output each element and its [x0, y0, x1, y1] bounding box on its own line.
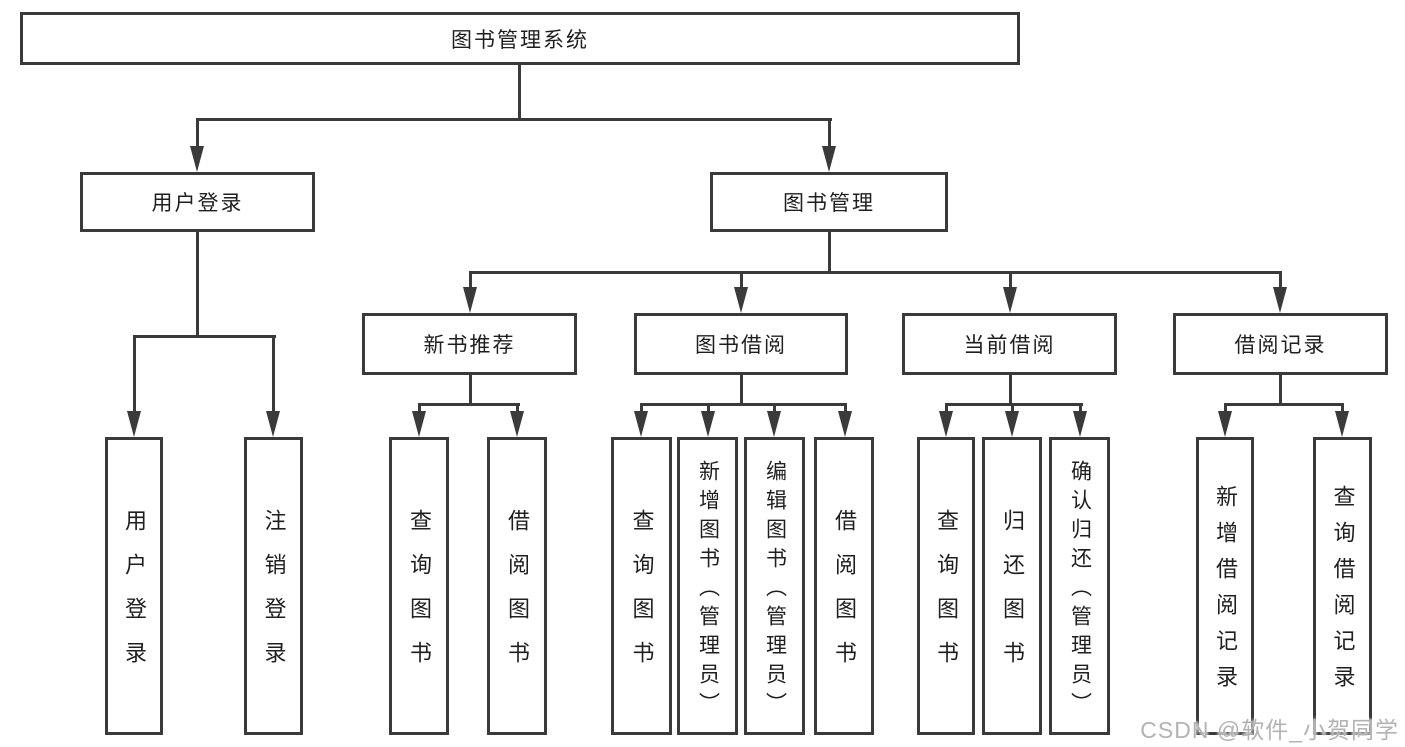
leaf-query-books-current: 查询图书 [917, 437, 975, 735]
connector-line [945, 403, 1083, 406]
csdn-watermark: CSDN @软件_小贺同学 [1140, 717, 1399, 743]
arrowhead-down-icon [1218, 411, 1232, 437]
leaf-edit-books-admin: 编辑图书（管理员） [744, 437, 805, 735]
leaf-query-books-borrow: 查询图书 [611, 437, 672, 735]
arrowhead-down-icon [634, 411, 648, 437]
connector-line [707, 403, 710, 415]
connector-line [740, 375, 743, 406]
node-label: 用户登录 [122, 509, 147, 685]
leaf-query-borrow-record: 查询借阅记录 [1313, 437, 1372, 735]
node-label: 新书推荐 [423, 334, 516, 357]
connector-line [196, 232, 199, 338]
node-label: 新增借阅记录 [1213, 485, 1238, 701]
connector-line [133, 335, 136, 415]
connector-line [844, 403, 847, 415]
connector-line [1279, 271, 1282, 289]
arrowhead-down-icon [1005, 411, 1019, 437]
connector-line [828, 232, 831, 273]
connector-line [640, 403, 847, 406]
node-label: 查询图书 [629, 509, 655, 685]
connector-line [469, 271, 1282, 274]
arrowhead-down-icon [1335, 411, 1349, 437]
connector-line [133, 335, 276, 338]
node-label: 归还图书 [1000, 509, 1025, 685]
node-label: 借阅记录 [1234, 334, 1327, 357]
connector-line [1079, 403, 1082, 415]
arrowhead-down-icon [463, 287, 477, 313]
connector-line [272, 335, 275, 415]
connector-line [418, 403, 421, 415]
connector-line [1009, 271, 1012, 289]
connector-line [196, 118, 832, 121]
node-label: 图书管理系统 [451, 28, 589, 52]
node-label: 图书管理 [783, 192, 875, 215]
arrowhead-down-icon [266, 411, 280, 437]
node-label: 借阅图书 [505, 509, 530, 685]
node-label: 新增图书（管理员） [696, 459, 720, 721]
node-label: 图书借阅 [695, 334, 787, 357]
node-label: 查询图书 [407, 509, 432, 685]
connector-line [1279, 375, 1282, 406]
connector-line [469, 375, 472, 406]
arrowhead-down-icon [939, 411, 953, 437]
node-label: 用户登录 [151, 192, 244, 215]
node-user-login: 用户登录 [80, 172, 315, 232]
connector-line [1009, 375, 1012, 406]
connector-line [773, 403, 776, 415]
leaf-confirm-return-admin: 确认归还（管理员） [1049, 437, 1110, 735]
arrowhead-down-icon [1003, 287, 1017, 313]
connector-line [1011, 403, 1014, 415]
leaf-user-login: 用户登录 [105, 437, 163, 735]
node-current-borrow: 当前借阅 [902, 313, 1117, 375]
leaf-query-books-recommend: 查询图书 [389, 437, 449, 735]
node-label: 确认归还（管理员） [1068, 459, 1092, 721]
node-label: 当前借阅 [963, 334, 1056, 357]
connector-line [516, 403, 519, 415]
connector-line [828, 118, 831, 150]
arrowhead-down-icon [190, 146, 204, 172]
connector-line [1224, 403, 1227, 415]
connector-line [196, 118, 199, 150]
node-label: 编辑图书（管理员） [763, 459, 787, 721]
node-borrow-records: 借阅记录 [1173, 313, 1388, 375]
leaf-add-books-admin: 新增图书（管理员） [677, 437, 738, 735]
connector-line [1341, 403, 1344, 415]
node-book-management: 图书管理 [710, 172, 948, 232]
connector-line [469, 271, 472, 289]
arrowhead-down-icon [767, 411, 781, 437]
leaf-add-borrow-record: 新增借阅记录 [1196, 437, 1254, 735]
node-label: 借阅图书 [832, 509, 857, 685]
arrowhead-down-icon [734, 287, 748, 313]
leaf-borrow-books: 借阅图书 [814, 437, 874, 735]
node-label: 注销登录 [261, 509, 287, 685]
arrowhead-down-icon [838, 411, 852, 437]
arrowhead-down-icon [412, 411, 426, 437]
arrowhead-down-icon [510, 411, 524, 437]
node-system-root: 图书管理系统 [20, 12, 1020, 65]
leaf-borrow-books-recommend: 借阅图书 [487, 437, 547, 735]
arrowhead-down-icon [1273, 287, 1287, 313]
node-label: 查询图书 [934, 509, 959, 685]
connector-line [640, 403, 643, 415]
connector-line [518, 65, 521, 121]
arrowhead-down-icon [1073, 411, 1087, 437]
arrowhead-down-icon [822, 146, 836, 172]
connector-line [740, 271, 743, 289]
leaf-return-books: 归还图书 [982, 437, 1042, 735]
node-label: 查询借阅记录 [1330, 485, 1356, 701]
connector-line [1224, 403, 1344, 406]
arrowhead-down-icon [127, 411, 141, 437]
connector-line [418, 403, 520, 406]
node-new-book-recommend: 新书推荐 [362, 313, 577, 375]
leaf-logout: 注销登录 [244, 437, 303, 735]
arrowhead-down-icon [701, 411, 715, 437]
connector-line [945, 403, 948, 415]
node-book-borrow: 图书借阅 [634, 313, 848, 375]
